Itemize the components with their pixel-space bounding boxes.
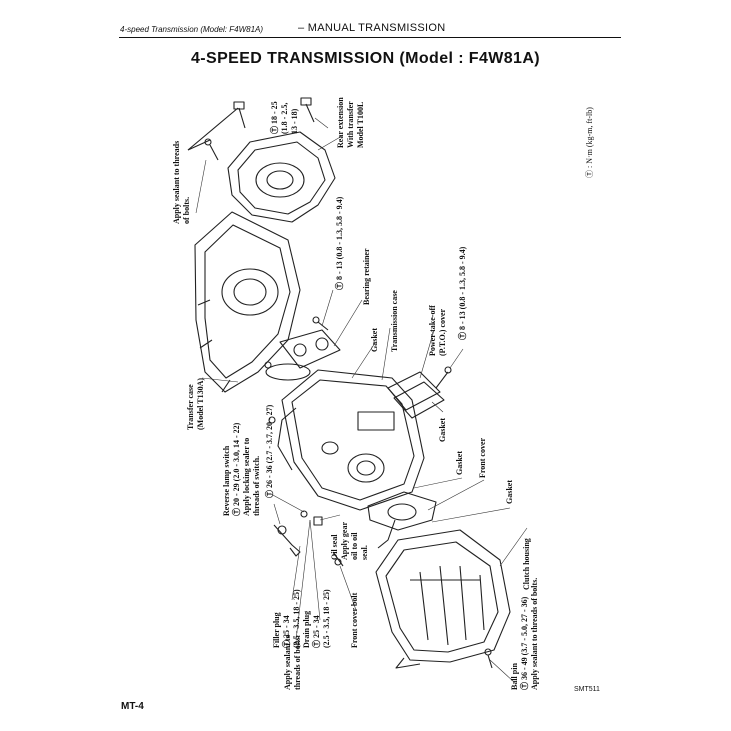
top-bolts — [187, 97, 315, 161]
bearing-retainer-part — [279, 316, 341, 369]
reverse-lamp-switch-label: Reverse lamp switch Ⓣ 20 - 29 (2.0 - 3.0… — [222, 422, 261, 516]
sealant-top-note: Apply sealant to threads of bolts. — [172, 140, 191, 224]
ball-pin-label: Ball pin Ⓣ 36 - 49 (3.7 - 5.0, 27 - 36) … — [510, 577, 539, 690]
clutch-housing-part — [375, 529, 511, 669]
rear-extension-part — [227, 131, 336, 223]
header-rule — [119, 37, 621, 38]
torque-8-13-lower: Ⓣ 8 - 13 (0.8 - 1.3, 5.8 - 9.4) — [458, 246, 467, 340]
transfer-case-label: Transfer case (Model T130A) — [186, 377, 205, 430]
torque-unit-legend: Ⓣ : N·m (kg-m, ft-lb) — [585, 107, 594, 178]
rear-extension-label: Rear extension With transfer Model T100L — [336, 97, 365, 148]
bearing-retainer-label: Bearing retainer — [362, 248, 371, 305]
drain-plug-label: Drain plug Ⓣ 25 - 34 (2.5 - 3.5, 18 - 25… — [302, 589, 331, 648]
plugs-and-switch — [273, 510, 344, 567]
gasket-label-1: Gasket — [370, 328, 379, 352]
torque-26-36: Ⓣ 26 - 36 (2.7 - 3.7, 20 - 27) — [265, 404, 274, 498]
front-cover-part — [367, 491, 437, 549]
pto-cover-part — [387, 366, 452, 419]
sealant-bottom-note: Apply sealant to threads of bolts. — [283, 634, 302, 690]
leader-lines — [195, 117, 528, 683]
front-cover-bolt-label: Front cover bolt — [350, 592, 359, 648]
oil-seal-label: Oil seal Apply gear oil to oil seal. — [330, 522, 369, 560]
page-title: 4-SPEED TRANSMISSION (Model : F4W81A) — [190, 50, 541, 67]
header-chapter: – MANUAL TRANSMISSION — [298, 22, 446, 34]
rear-extension-torque: Ⓣ 18 - 25 (1.8 - 2.5, 13 - 18) — [270, 101, 299, 134]
torque-8-13-upper: Ⓣ 8 - 13 (0.8 - 1.3, 5.8 - 9.4) — [335, 196, 344, 290]
pto-cover-label: Power-take-off (P.T.O.) cover — [428, 305, 447, 356]
gasket-label-3: Gasket — [455, 451, 464, 475]
gasket-label-2: Gasket — [438, 418, 447, 442]
header-section-path: 4-speed Transmission (Model: F4W81A) — [120, 25, 264, 34]
transfer-case-part — [194, 211, 311, 393]
page-number: MT-4 — [121, 701, 144, 712]
transmission-case-label: Transmission case — [390, 290, 399, 352]
figure-code: SMT511 — [574, 686, 600, 693]
running-header: 4-speed Transmission (Model: F4W81A) – M… — [120, 22, 620, 38]
gasket-label-4: Gasket — [505, 480, 514, 504]
transmission-case-part — [264, 361, 425, 511]
front-cover-label: Front cover — [478, 437, 487, 478]
